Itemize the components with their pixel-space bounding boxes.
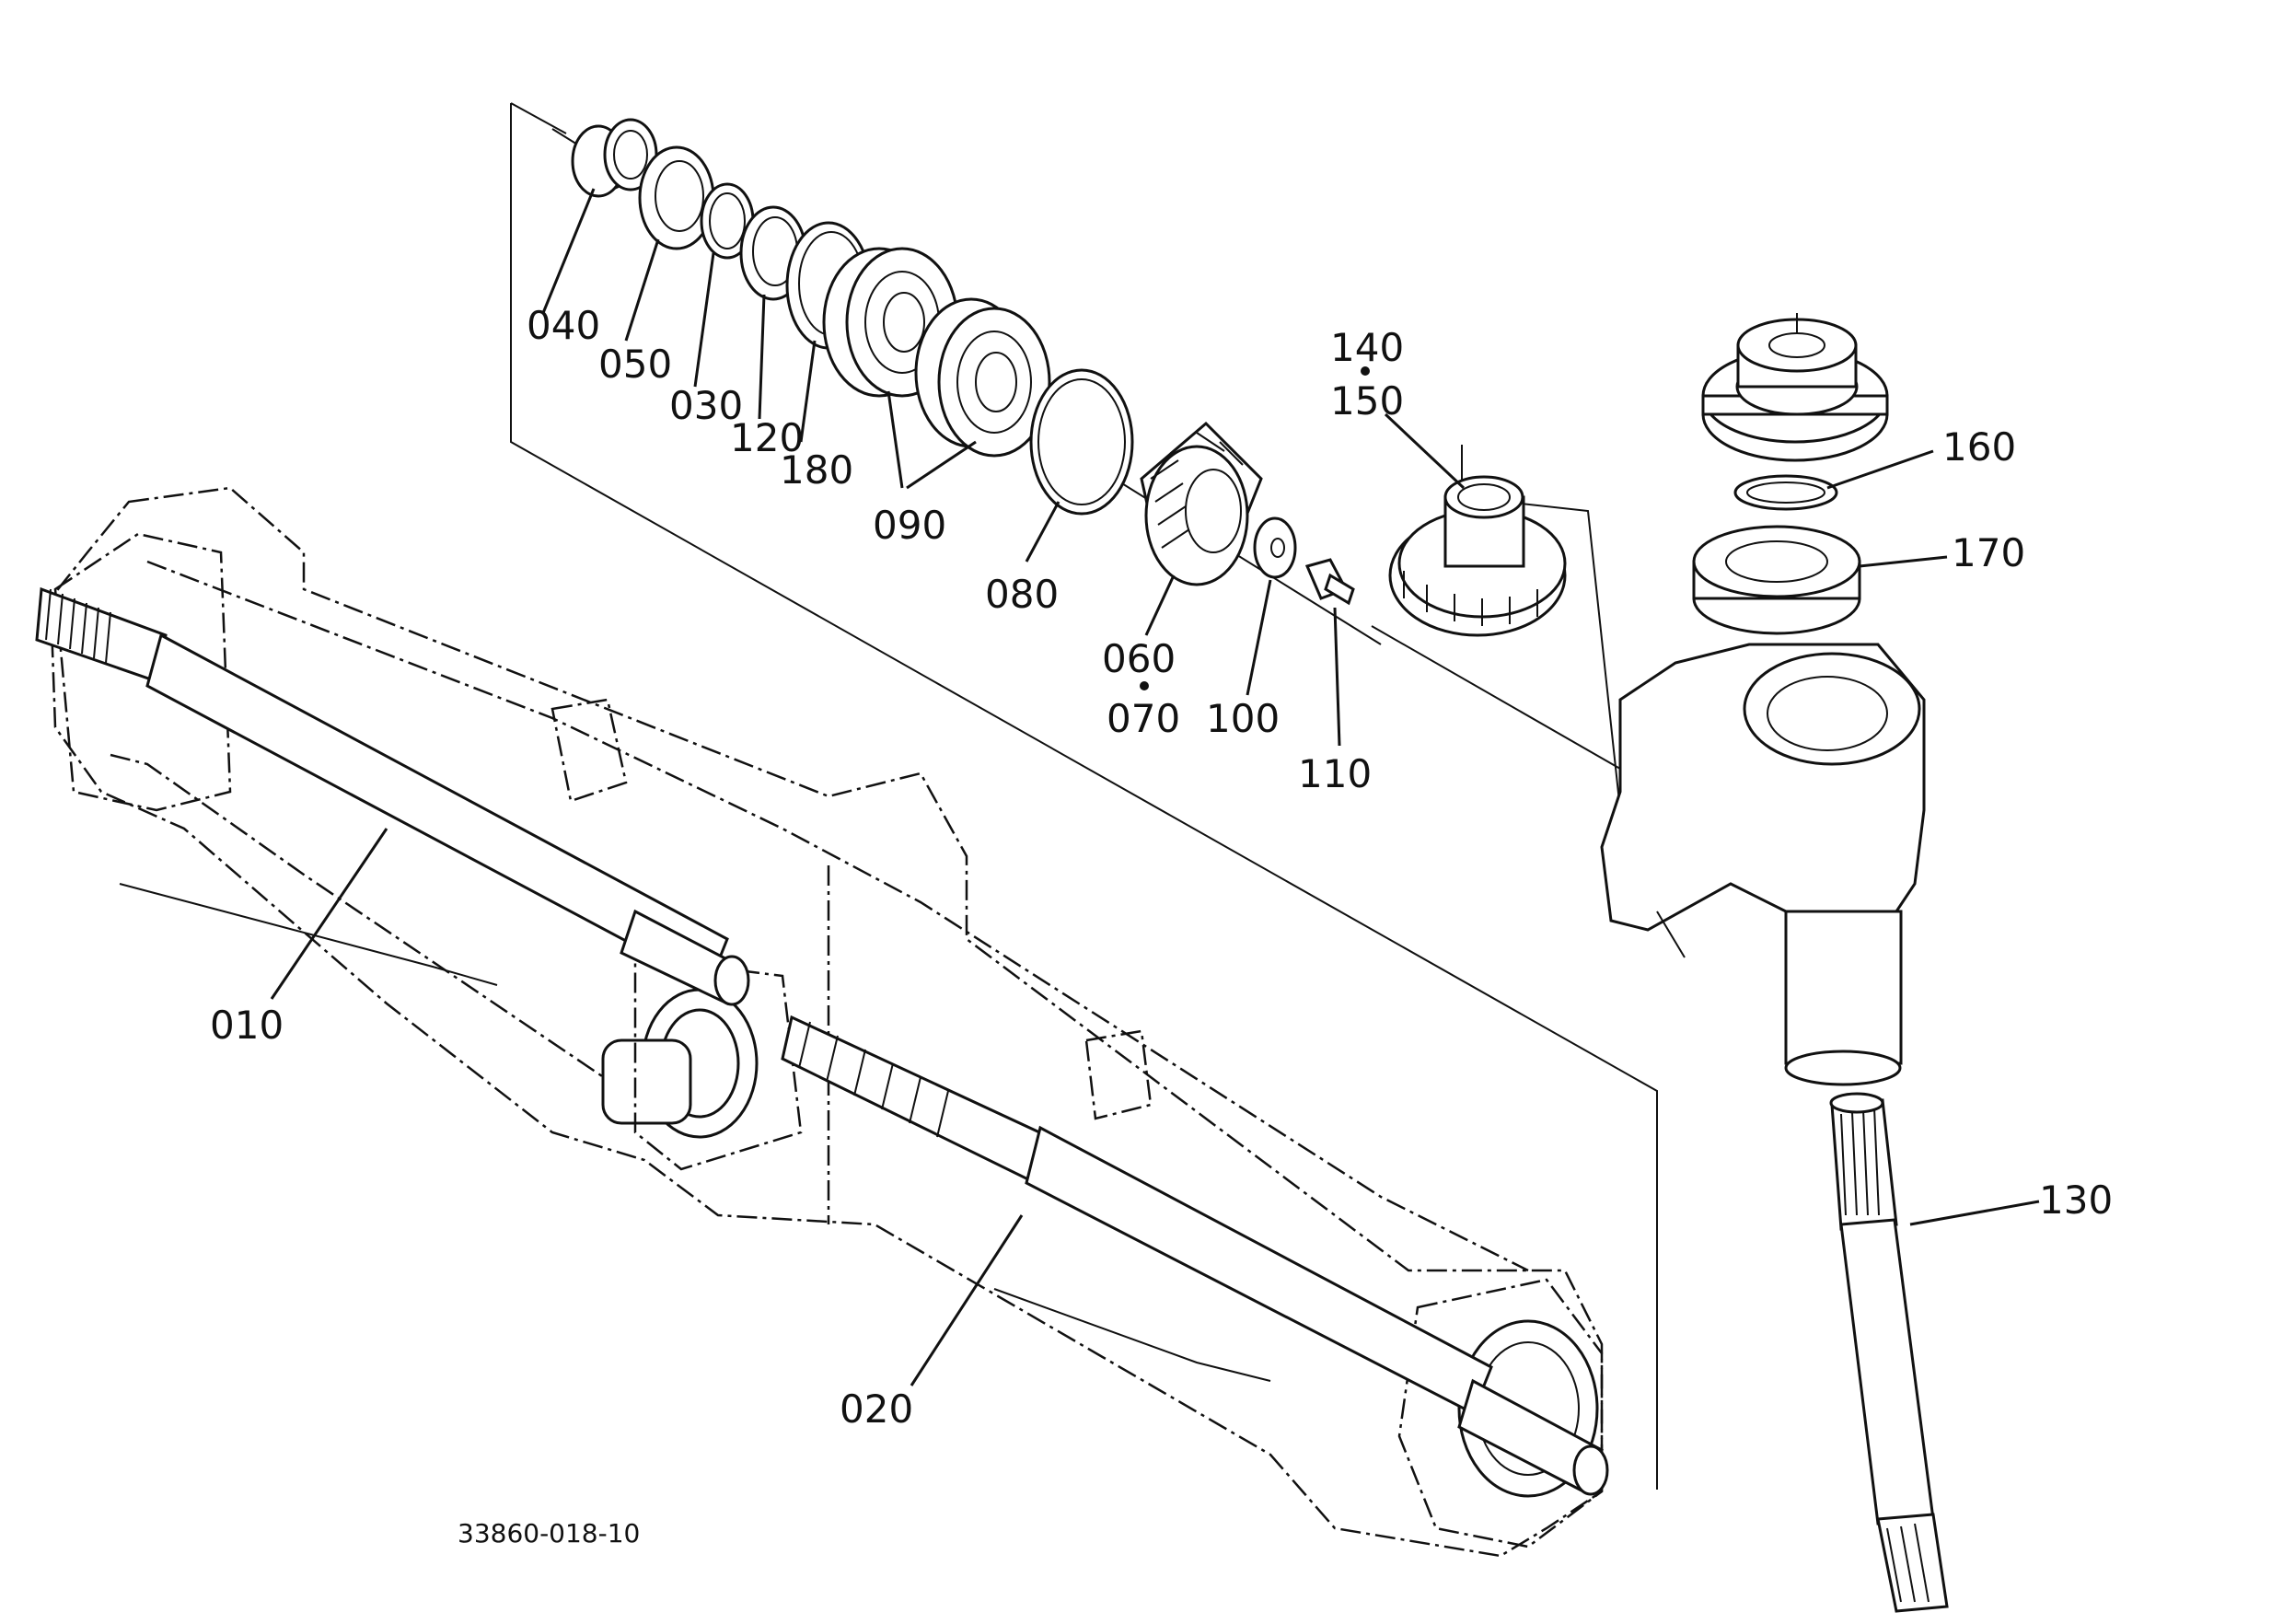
axle-housing [49,486,1604,1558]
part-130-vertical-shaft [1829,1092,1949,1613]
label-080: 080 [985,572,1059,617]
label-170: 170 [1952,530,2025,575]
drawing-code: 33860-018-10 [458,1518,640,1549]
separator-dot-060-070 [1140,681,1149,690]
label-110: 110 [1298,751,1372,796]
label-150: 150 [1330,378,1404,423]
steering-case [1600,643,1926,1086]
part-150-gear [1388,475,1567,637]
label-120: 120 [730,415,804,460]
part-080-snap-ring [1029,368,1134,516]
label-060: 060 [1102,636,1176,681]
separator-dot-140-150 [1361,366,1370,376]
label-020: 020 [840,1386,913,1432]
label-180: 180 [780,447,853,493]
exploded-group-frame [510,102,1658,1490]
label-160: 160 [1942,424,2016,470]
label-040: 040 [527,303,600,348]
label-070: 070 [1107,696,1180,741]
label-010: 010 [210,1003,284,1048]
label-130: 130 [2039,1177,2113,1223]
label-050: 050 [598,342,672,387]
part-060-bevel-gear [1140,421,1263,586]
part-030-snap-ring [700,182,755,260]
label-090: 090 [873,503,946,548]
leader-lines [270,188,2040,1386]
label-100: 100 [1206,696,1280,741]
bearing-stack [551,118,1382,645]
axle-shaft-010 [35,586,750,1006]
part-090-bearing-b [914,297,1051,458]
label-140: 140 [1330,325,1404,370]
part-100-washer [1253,516,1297,579]
part-160-snap-ring [1733,474,1838,511]
part-110-bolt [1304,558,1355,606]
axle-shaft-020 [781,1015,1609,1496]
part-170-bearing [1692,525,1861,635]
kingpin-flange [1701,313,1889,462]
label-030: 030 [669,383,743,428]
